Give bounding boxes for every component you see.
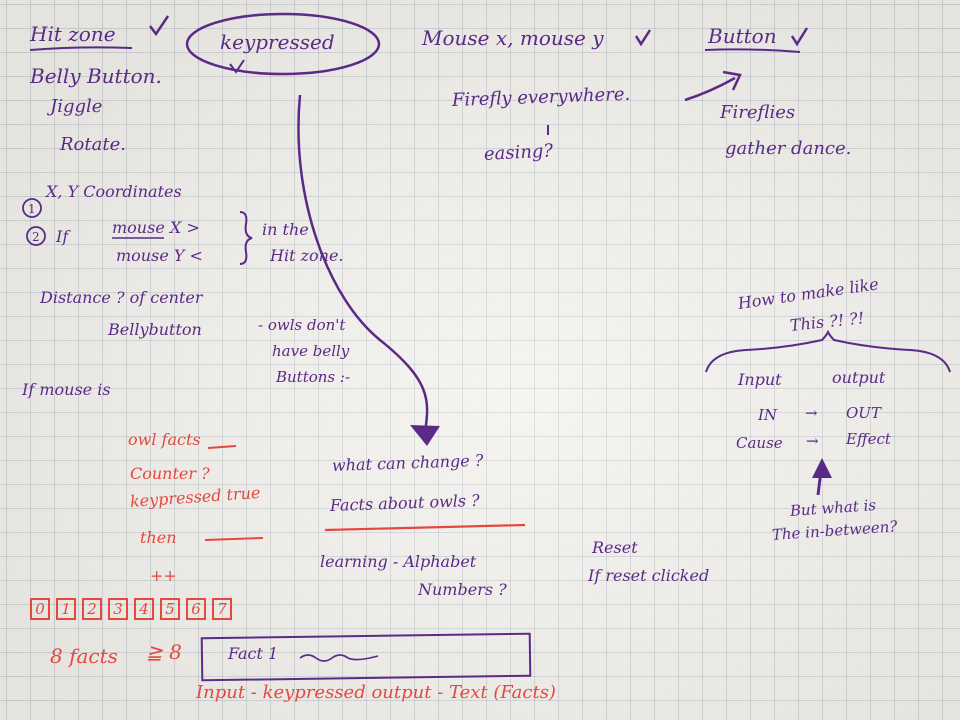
svg-text:2: 2 (32, 230, 40, 244)
check-icon (634, 29, 652, 47)
jiggle-text: Jiggle (50, 96, 103, 117)
number-box: 7 (212, 598, 232, 620)
number-box: 5 (160, 598, 180, 620)
hitzone-label: Hit zone (30, 22, 116, 46)
mouse-y-condition: mouse Y < (116, 246, 203, 265)
easing-text: easing? (483, 140, 554, 165)
arrowhead-icon (812, 458, 832, 478)
number-box: 4 (134, 598, 154, 620)
eight-facts-text: 8 facts (50, 644, 118, 668)
arrow-cause-effect: → (806, 432, 819, 450)
owls-note-3: Buttons :- (276, 368, 351, 386)
keypressed-circle (185, 12, 381, 76)
hit-zone-text: Hit zone. (270, 246, 344, 265)
input-output-note: Input - keypressed output - Text (Facts) (196, 682, 556, 703)
number-box: 6 (186, 598, 206, 620)
then-text: then (140, 528, 177, 547)
owls-note-1: - owls don't (258, 316, 346, 334)
gather-dance-text: gather dance. (725, 138, 852, 159)
number-box: 1 (56, 598, 76, 620)
arrowhead-icon (410, 425, 440, 446)
owls-note-2: have belly (272, 342, 350, 360)
arrow-in-out: → (805, 404, 818, 422)
rotate-text: Rotate. (60, 134, 126, 155)
number-one-circle (22, 198, 42, 218)
mouse-x-condition: mouse X > (112, 218, 200, 237)
fact-1-text: Fact 1 (228, 644, 279, 663)
fact-squiggle (299, 654, 379, 662)
cause-label: Cause (736, 434, 783, 452)
effect-label: Effect (846, 430, 891, 448)
distance-text: Distance ? of center (40, 288, 203, 307)
keypressed-arrow (297, 94, 429, 433)
mouse-xy-label: Mouse x, mouse y (422, 26, 604, 50)
number-two-circle (26, 226, 46, 246)
facts-underline (324, 523, 526, 532)
number-box: 0 (30, 598, 50, 620)
out-label: OUT (846, 404, 881, 422)
in-label: IN (758, 406, 778, 424)
bellybutton-text: Bellybutton (108, 320, 202, 339)
curly-brace (239, 211, 253, 265)
reset-clicked-text: If reset clicked (588, 566, 710, 585)
svg-text:1: 1 (28, 202, 36, 216)
output-label: output (832, 368, 886, 387)
firefly-arrow (684, 76, 736, 102)
fireflies-text: Fireflies (720, 102, 796, 123)
hitzone-underline (29, 46, 133, 51)
coordinates-text: X, Y Coordinates (46, 182, 182, 201)
if-mouse-text: If mouse is (22, 380, 111, 399)
number-boxes: 0 1 2 3 4 5 6 7 (30, 598, 232, 620)
owl-facts-text: owl facts (128, 430, 201, 449)
learning-text: learning - Alphabet (320, 552, 477, 571)
number-box: 3 (108, 598, 128, 620)
check-icon (149, 15, 170, 37)
belly-button-text: Belly Button. (30, 64, 162, 88)
keypressed-label: keypressed (220, 30, 335, 54)
numbers-text: Numbers ? (418, 580, 507, 599)
geq-eight-text: ≧ 8 (146, 640, 182, 664)
if-text: If (56, 227, 69, 246)
button-underline (704, 48, 801, 53)
counter-text: Counter ? (130, 464, 210, 483)
input-label: Input (738, 370, 782, 389)
number-box: 2 (82, 598, 102, 620)
button-label: Button (708, 24, 777, 48)
check-icon (790, 27, 809, 47)
in-the-text: in the (262, 220, 309, 239)
input-output-brace (705, 329, 951, 373)
fact-text-box (200, 632, 532, 682)
plusplus-text: ++ (150, 566, 177, 585)
reset-text: Reset (592, 538, 638, 557)
